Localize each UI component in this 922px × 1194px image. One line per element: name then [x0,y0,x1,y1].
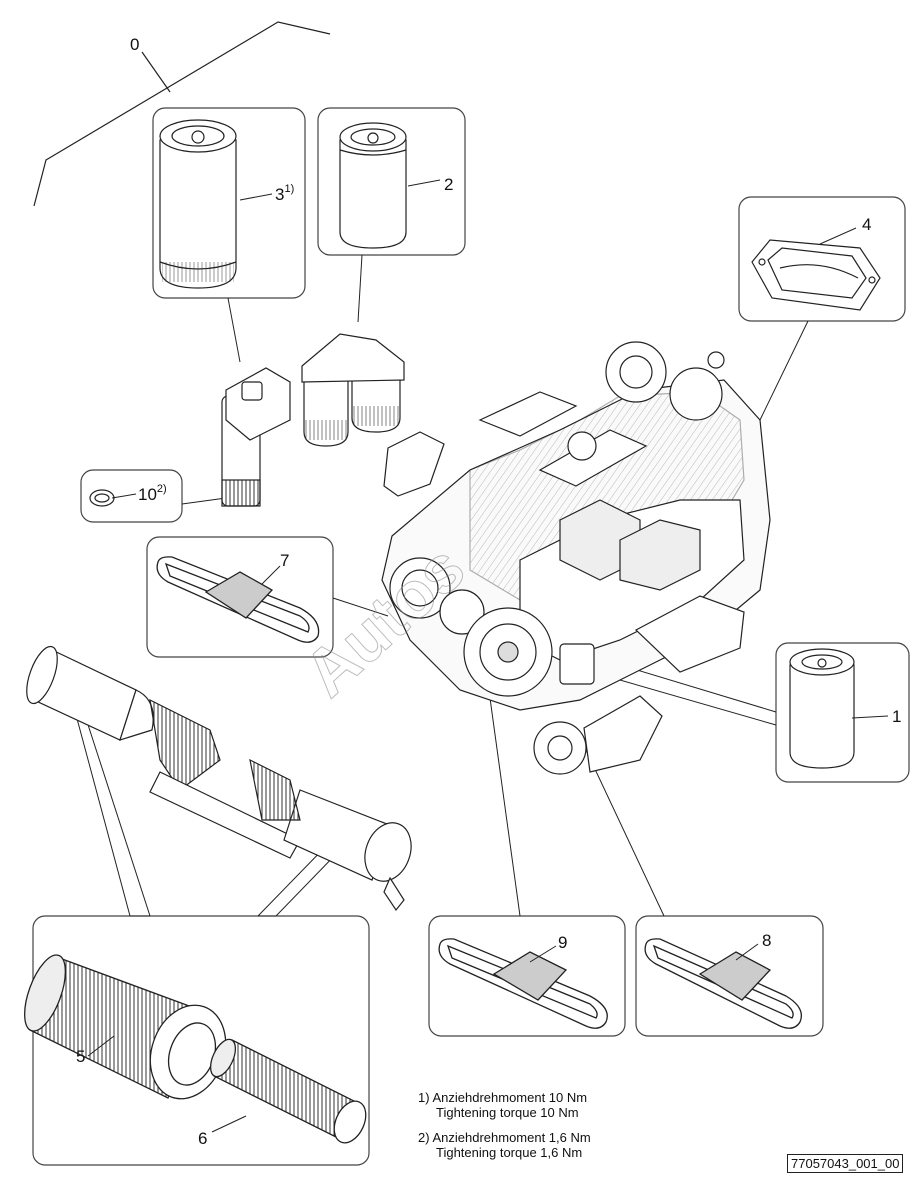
filter-housing-left [221,367,291,507]
footnote-1-marker: 1) [418,1090,430,1105]
footnote-1-en: Tightening torque 10 Nm [436,1105,579,1120]
v-belt-8 [644,938,803,1029]
gasket [751,239,881,311]
box-item-4 [738,196,906,322]
callout-9: 9 [558,933,567,952]
footnote-1: 1) Anziehdrehmoment 10 Nm Tightening tor… [418,1090,587,1120]
box-item-10 [80,469,183,523]
footnote-2: 2) Anziehdrehmoment 1,6 Nm Tightening to… [418,1130,591,1160]
filter-element-medium [339,122,407,249]
v-belt-7 [156,556,320,643]
engine-assembly [381,341,771,775]
filter-element-large [159,119,237,289]
footnote-1-de: Anziehdrehmoment 10 Nm [432,1090,588,1105]
oil-filter [789,648,855,769]
callout-leaders [87,179,889,1133]
air-filter-inner [209,1038,367,1144]
callout-1: 1 [892,707,901,726]
callout-2: 2 [444,175,453,194]
callout-0: 0 [130,35,139,54]
callout-4: 4 [862,215,871,234]
filter-housing-right [301,333,405,447]
document-id: 77057043_001_00 [787,1154,904,1173]
air-filter-outer [24,954,227,1100]
callout-5: 5 [76,1047,85,1066]
callout-8: 8 [762,931,771,950]
footnote-2-marker: 2) [418,1130,430,1145]
footnote-2-en: Tightening torque 1,6 Nm [436,1145,583,1160]
callout-7: 7 [280,551,289,570]
air-intake-assembly [26,645,412,912]
v-belt-9 [438,938,608,1029]
footnote-2-de: Anziehdrehmoment 1,6 Nm [432,1130,591,1145]
callout-6: 6 [198,1129,207,1148]
kit-bracket [33,21,331,207]
callout-10: 102) [138,483,167,504]
callout-3: 31) [275,183,294,204]
